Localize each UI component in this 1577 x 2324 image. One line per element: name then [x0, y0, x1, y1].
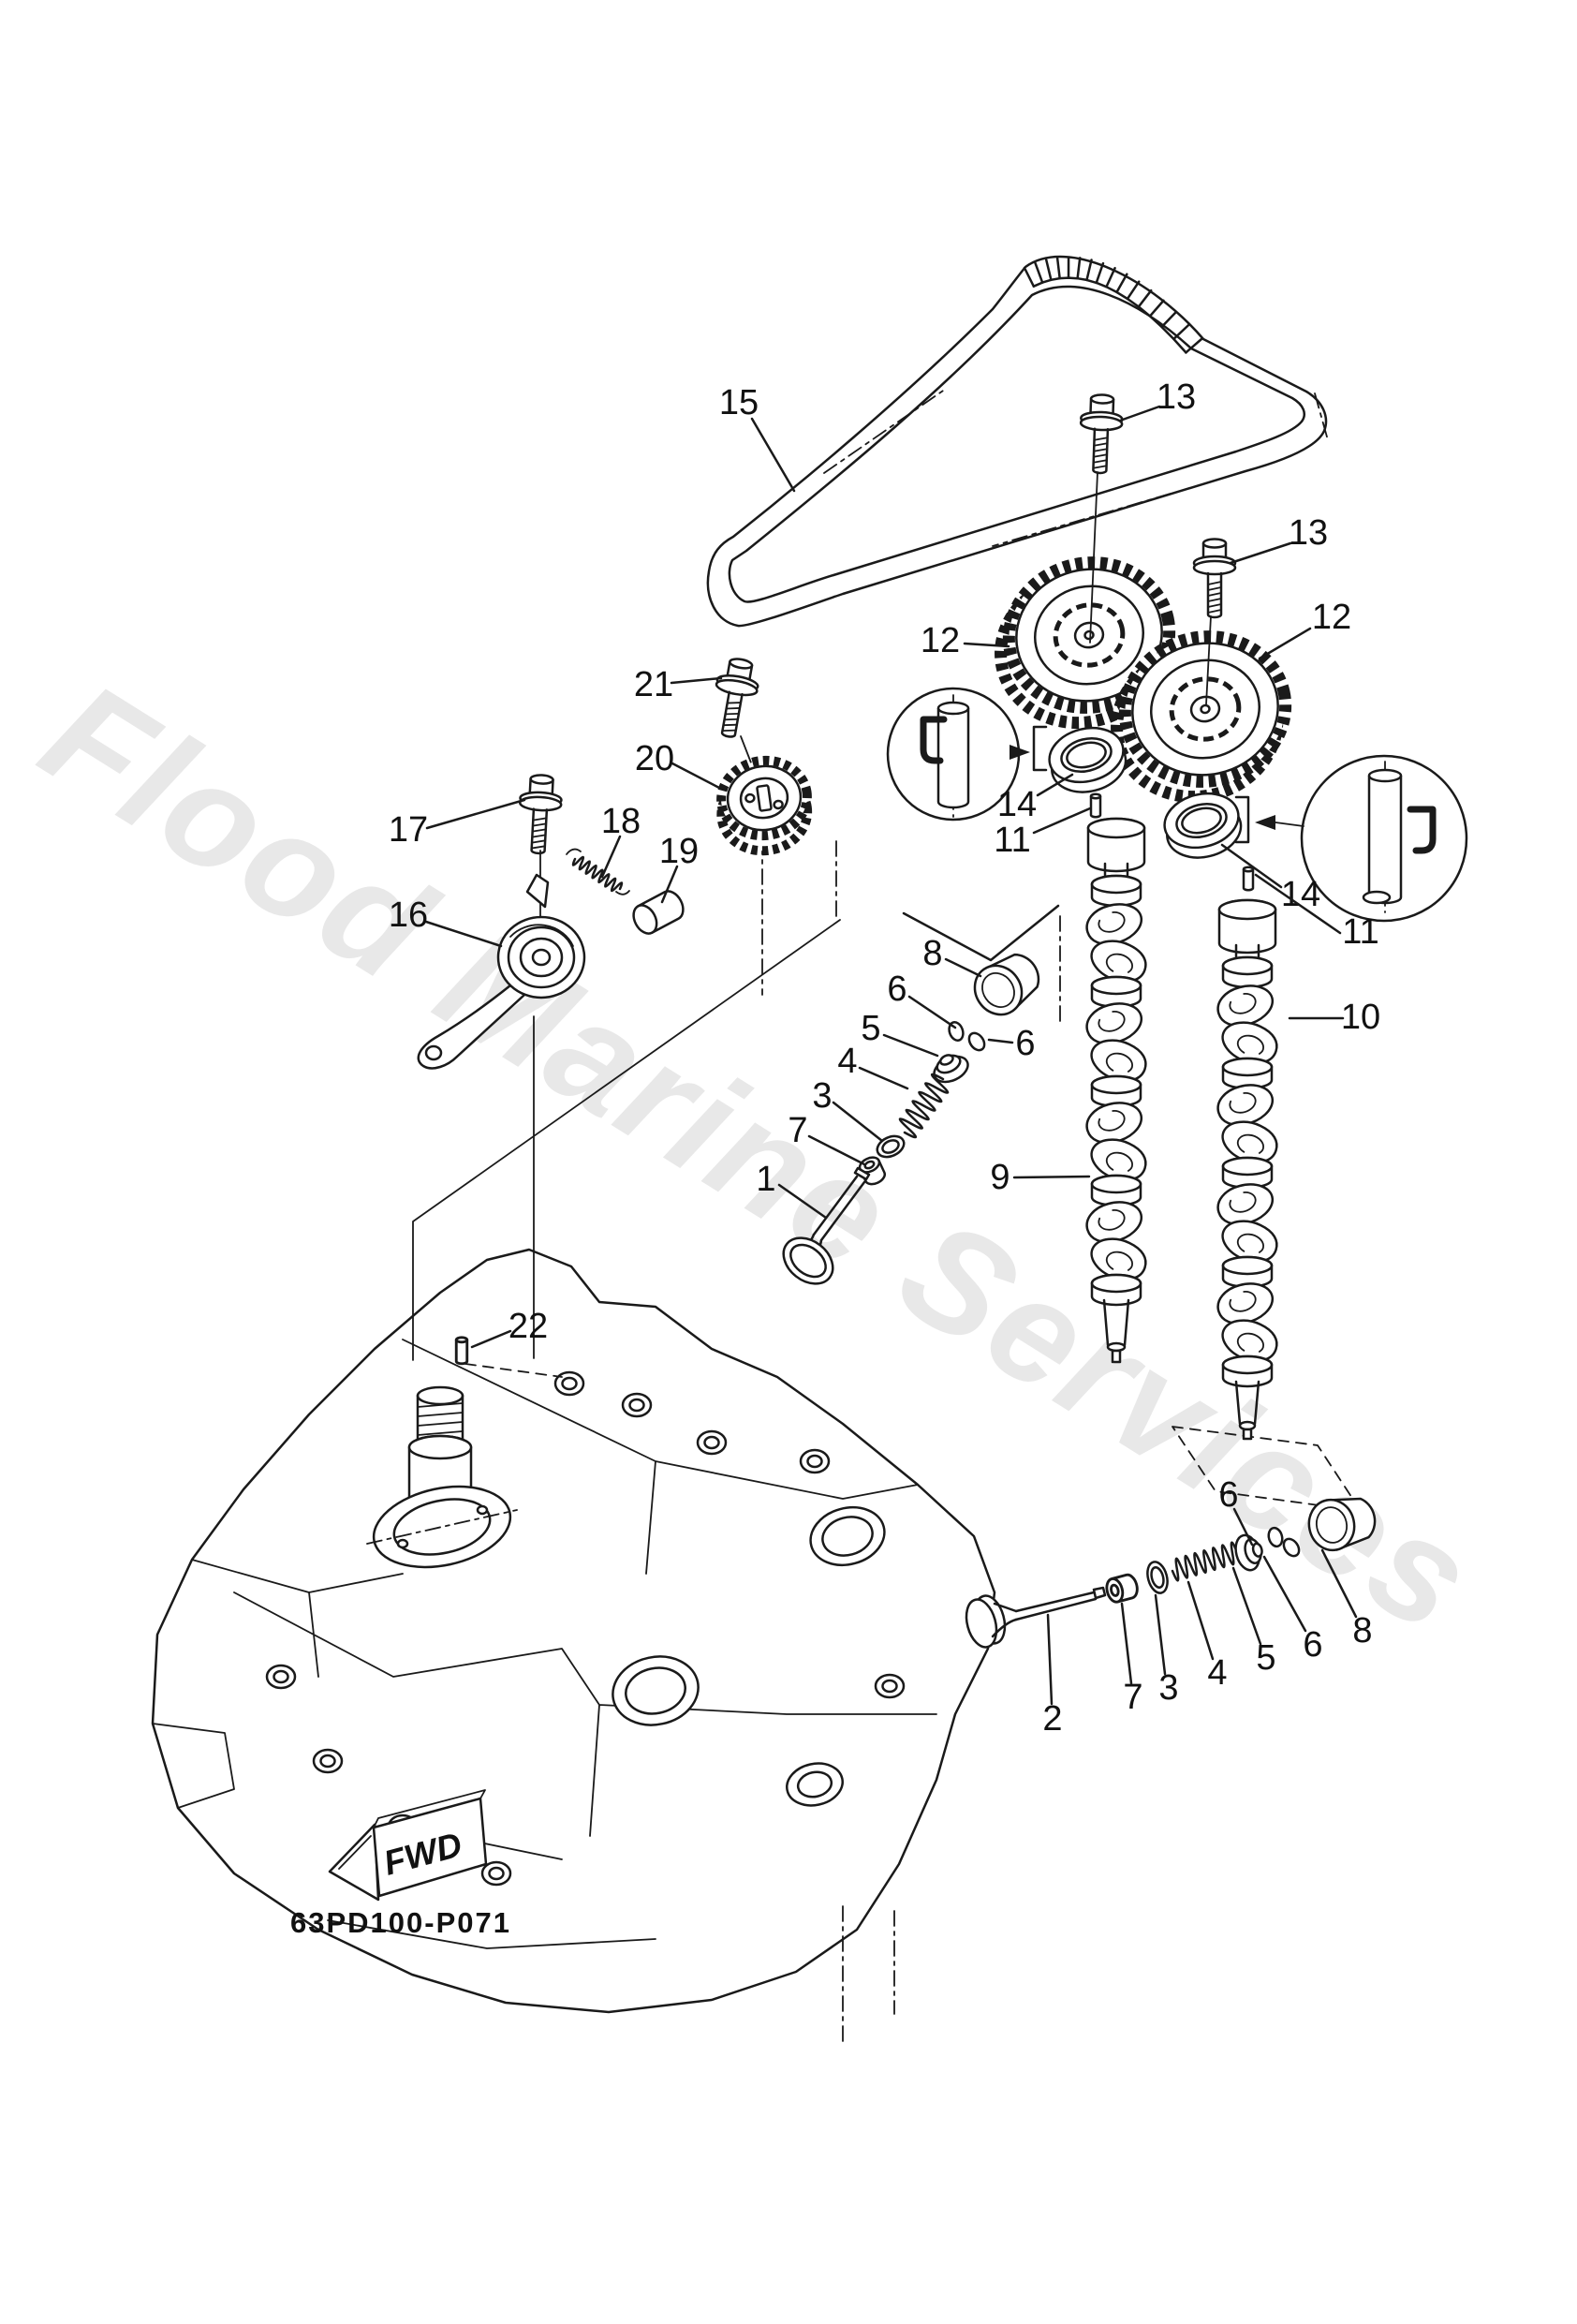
callout-leader-20	[671, 762, 721, 790]
callout-label-8: 8	[1352, 1611, 1372, 1650]
callout-label-4: 4	[1207, 1653, 1227, 1693]
detail-inset-right	[1300, 754, 1468, 923]
callout-leader-14	[1220, 843, 1283, 889]
camshaft-10	[1212, 898, 1284, 1441]
callout-label-6: 6	[1218, 1475, 1238, 1515]
callout-leader-7	[807, 1134, 866, 1166]
callout-label-12: 12	[921, 621, 960, 660]
spring-seat-3-bottom	[1146, 1561, 1169, 1594]
callout-leader-6	[907, 995, 957, 1029]
callout-leader-7	[1120, 1602, 1133, 1685]
callout-leader-11	[1032, 807, 1092, 835]
callout-label-21: 21	[634, 665, 673, 704]
fwd-direction-arrow: FWD	[328, 1789, 488, 1902]
part-code: 63PD100-P071	[290, 1906, 511, 1939]
callout-label-3: 3	[1158, 1668, 1178, 1708]
sprocket-bolt-13-left	[1078, 392, 1125, 644]
callout-label-14: 14	[1281, 875, 1320, 914]
callout-leader-11	[1254, 873, 1342, 935]
callout-label-19: 19	[659, 832, 699, 871]
callout-label-5: 5	[861, 1009, 880, 1048]
callout-leader-22	[470, 1329, 512, 1349]
callout-leader-8	[944, 957, 982, 978]
valve-spring-4-middle	[898, 1073, 950, 1139]
timing-belt	[706, 255, 1329, 628]
camshaft-9	[1081, 817, 1153, 1364]
seal-lip-glyph-right	[1407, 806, 1437, 854]
callout-leader-6	[1262, 1555, 1307, 1633]
engine-block	[151, 1248, 996, 2048]
callout-label-6: 6	[1015, 1024, 1035, 1063]
belt-tensioner-16	[417, 873, 586, 1070]
oil-seal-right	[1157, 784, 1304, 866]
callout-leader-1	[777, 1183, 828, 1220]
callout-leader-12	[963, 642, 1010, 648]
callout-label-8: 8	[922, 934, 942, 973]
valve-spring-4-bottom	[1171, 1541, 1239, 1582]
callout-label-11: 11	[994, 821, 1030, 860]
dowel-pin-22	[454, 1336, 469, 1366]
callout-label-10: 10	[1341, 998, 1380, 1037]
callout-leader-15	[750, 417, 796, 493]
callout-label-2: 2	[1042, 1699, 1062, 1739]
callout-leader-13	[1229, 541, 1292, 565]
seal-lip-glyph-left	[920, 716, 948, 764]
callout-label-17: 17	[389, 810, 428, 850]
callout-leader-19	[660, 865, 679, 904]
valve-cotter-6-middle-b	[965, 1029, 989, 1055]
assembly-axis-lines	[412, 838, 1362, 1512]
callout-leader-8	[1320, 1548, 1358, 1619]
callout-label-3: 3	[812, 1076, 832, 1116]
dowel-pin-11-right	[1242, 866, 1255, 892]
callout-leader-6	[987, 1038, 1014, 1044]
callout-label-14: 14	[997, 785, 1037, 824]
callout-leader-6	[1232, 1507, 1254, 1547]
intake-valve-1	[782, 1166, 871, 1285]
collar-19	[632, 890, 685, 935]
dowel-pin-11-left	[1089, 792, 1102, 819]
callout-label-9: 9	[990, 1158, 1010, 1197]
callout-label-12: 12	[1312, 598, 1351, 637]
valve-lifter-8-middle	[964, 942, 1050, 1026]
callout-label-13: 13	[1157, 377, 1196, 417]
callout-leader-18	[600, 835, 622, 879]
drive-gear-20	[715, 755, 814, 856]
callout-leader-5	[882, 1033, 939, 1058]
callout-label-6: 6	[887, 970, 906, 1009]
callout-label-22: 22	[508, 1307, 548, 1346]
callout-leader-3	[1154, 1593, 1167, 1676]
valve-stem-seal-7-bottom	[1102, 1571, 1142, 1606]
callout-leader-2	[1046, 1613, 1054, 1706]
detail-inset-left	[886, 687, 1021, 822]
callout-label-6: 6	[1303, 1625, 1322, 1665]
callout-label-18: 18	[601, 802, 641, 841]
callout-label-16: 16	[389, 896, 428, 935]
callout-leader-5	[1231, 1566, 1262, 1646]
tensioner-spring-18	[566, 848, 630, 896]
callout-leader-3	[832, 1101, 884, 1143]
callout-label-4: 4	[837, 1042, 857, 1081]
sprocket-bolt-13-right	[1192, 538, 1237, 705]
callout-label-13: 13	[1289, 513, 1328, 553]
exhaust-valve-2	[965, 1586, 1107, 1649]
callout-leader-4	[1186, 1580, 1215, 1661]
callout-label-20: 20	[635, 739, 674, 778]
callout-leader-17	[425, 798, 526, 830]
callout-label-15: 15	[719, 383, 759, 422]
seal-direction-arrow-right	[1255, 815, 1275, 830]
callout-leader-14	[1036, 773, 1074, 797]
callout-leader-16	[424, 920, 503, 948]
callout-leader-21	[670, 676, 723, 685]
callout-label-7: 7	[1123, 1678, 1142, 1717]
callout-leader-13	[1118, 405, 1161, 422]
callout-label-1: 1	[756, 1160, 775, 1199]
callout-label-11: 11	[1342, 912, 1378, 952]
callout-label-5: 5	[1256, 1638, 1275, 1678]
callout-leader-12	[1258, 627, 1312, 660]
callout-label-7: 7	[788, 1111, 807, 1150]
callout-leader-4	[858, 1066, 909, 1090]
